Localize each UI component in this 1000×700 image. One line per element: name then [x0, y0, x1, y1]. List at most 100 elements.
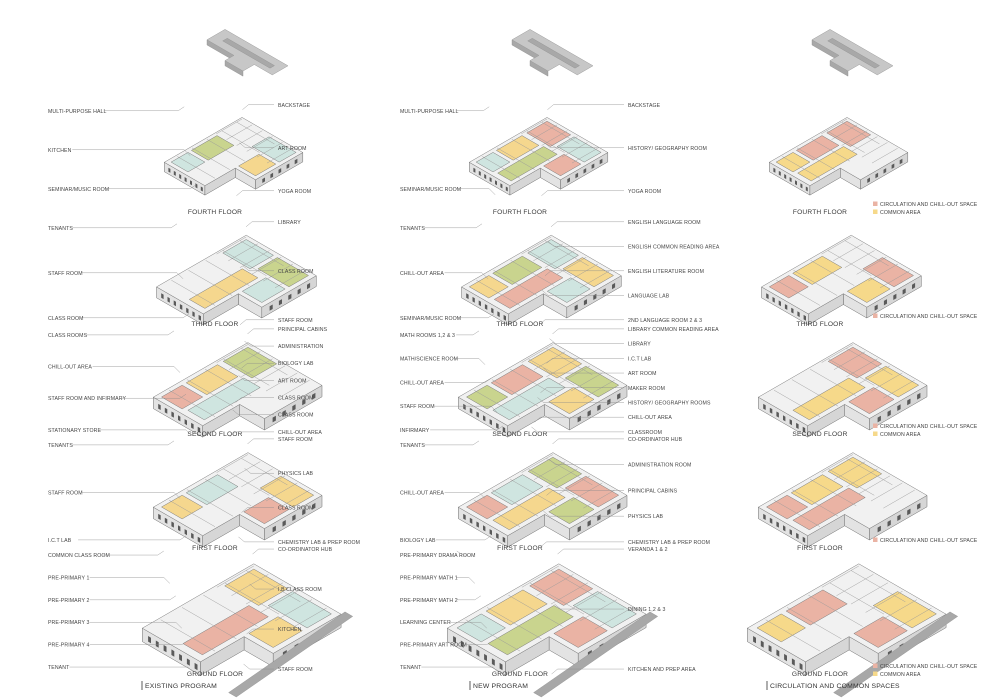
leader-line: [245, 221, 274, 227]
legend-label: COMMON AREA: [880, 432, 921, 438]
leader-line: [81, 313, 190, 318]
leader-line: [239, 142, 274, 148]
room-label: YOGA ROOM: [278, 189, 311, 195]
leader-line: [550, 221, 624, 227]
leader-line: [238, 375, 274, 381]
leader-line: [453, 358, 486, 365]
legend-swatch-circulation: [873, 537, 878, 542]
leader-line: [424, 440, 480, 446]
room-label: MULTI-PURPOSE HALL: [48, 109, 107, 115]
leader-line: [543, 367, 624, 374]
room-label: CHILL-OUT AREA: [278, 430, 322, 436]
room-label: TENANT: [400, 665, 422, 671]
floor-title: SECOND FLOOR: [792, 431, 847, 438]
room-label: MATH ROOMS 1,2 & 3: [400, 333, 455, 339]
room-label: STAFF ROOM: [48, 271, 83, 277]
room-label: MATH/SCIENCE ROOM: [400, 357, 458, 363]
leader-line: [462, 640, 493, 645]
floor-title: FOURTH FLOOR: [188, 209, 242, 216]
room-label: PRE-PRIMARY 2: [48, 598, 89, 604]
leader-line: [435, 535, 492, 541]
room-label: PHYSICS LAB: [628, 514, 664, 520]
leader-line: [242, 104, 274, 110]
legend-label: CIRCULATION AND CHILL-OUT SPACE: [880, 538, 978, 544]
legend-label: CIRCULATION AND CHILL-OUT SPACE: [880, 314, 978, 320]
room-label: SEMINAR/MUSIC ROOM: [400, 316, 461, 322]
room-label: ART ROOM: [278, 378, 307, 384]
leader-line: [72, 223, 178, 229]
room-label: STAFF ROOM: [278, 318, 313, 324]
roof-model-new: [511, 29, 594, 77]
floor-model-circulation-0: [768, 117, 909, 196]
leader-line: [534, 416, 624, 423]
room-label: PRE-PRIMARY ART ROOM: [400, 643, 467, 649]
legend-label: CIRCULATION AND CHILL-OUT SPACE: [880, 202, 978, 208]
room-label: BIOLOGY LAB: [278, 361, 314, 367]
leader-line: [538, 319, 624, 325]
floor-model-new-2: [457, 342, 628, 438]
room-label: PRE-PRIMARY 1: [48, 575, 89, 581]
floor-model-existing-3: [152, 452, 323, 548]
leader-line: [547, 241, 624, 247]
floor-title: FIRST FLOOR: [497, 545, 543, 552]
room-label: BACKSTAGE: [628, 103, 661, 109]
floor-title: GROUND FLOOR: [792, 671, 848, 678]
leader-line: [92, 366, 181, 373]
leader-line: [456, 550, 468, 556]
room-label: STATIONARY STORE: [48, 428, 101, 434]
room-label: CLASS ROOMS: [48, 333, 88, 339]
leader-line: [238, 536, 274, 543]
floor-model-existing-2: [152, 342, 323, 438]
legend-swatch-circulation: [873, 201, 878, 206]
room-label: CLASS ROOM: [278, 413, 314, 419]
leader-line: [537, 397, 624, 403]
leader-line: [554, 603, 624, 610]
leader-line: [81, 492, 181, 499]
room-label: TENANT: [48, 665, 70, 671]
leader-line: [104, 106, 185, 111]
room-label: ART ROOM: [278, 146, 307, 152]
leader-line: [540, 387, 624, 393]
leader-line: [247, 328, 274, 335]
floor-title: FIRST FLOOR: [192, 545, 238, 552]
room-label: STAFF ROOM: [278, 667, 313, 673]
leader-line: [89, 595, 176, 601]
leader-line: [541, 190, 624, 196]
room-label: DINING 1,2 & 3: [628, 607, 665, 613]
floor-title: THIRD FLOOR: [797, 321, 844, 328]
room-label: CLASS ROOM: [278, 506, 314, 512]
leader-line: [229, 431, 274, 438]
leader-line: [72, 440, 175, 446]
room-label: PRINCIPAL CABINS: [628, 488, 678, 494]
room-label: CHEMISTRY LAB & PREP ROOM: [278, 540, 360, 546]
room-label: TENANTS: [400, 226, 425, 232]
floor-title: FOURTH FLOOR: [793, 209, 847, 216]
leader-line: [547, 104, 624, 110]
legend-swatch-circulation: [873, 423, 878, 428]
leader-line: [430, 425, 504, 431]
leader-line: [433, 405, 498, 413]
leader-line: [540, 541, 624, 548]
floor-title: THIRD FLOOR: [192, 321, 239, 328]
room-label: ART ROOM: [628, 371, 657, 377]
room-label: CHILL-OUT AREA: [400, 271, 444, 277]
room-label: PHYSICS LAB: [278, 471, 314, 477]
leader-line: [72, 149, 191, 156]
leader-line: [456, 106, 490, 111]
room-label: I.B CLASS ROOM: [278, 587, 322, 593]
room-label: CLASS ROOM: [48, 316, 84, 322]
leader-line: [249, 583, 274, 590]
floor-title: FIRST FLOOR: [797, 545, 843, 552]
legend-swatch-common: [873, 431, 878, 436]
room-label: ADMINISTRATION: [278, 344, 324, 350]
floor-model-existing-4: [141, 563, 354, 698]
floor-model-new-1: [460, 234, 622, 326]
leader-line: [549, 459, 624, 465]
room-label: CLASSROOM: [628, 430, 662, 436]
floor-model-existing-0: [163, 117, 304, 196]
legend-swatch-circulation: [873, 313, 878, 318]
leader-line: [98, 429, 193, 437]
leader-line: [239, 319, 274, 325]
leader-line: [252, 548, 274, 555]
